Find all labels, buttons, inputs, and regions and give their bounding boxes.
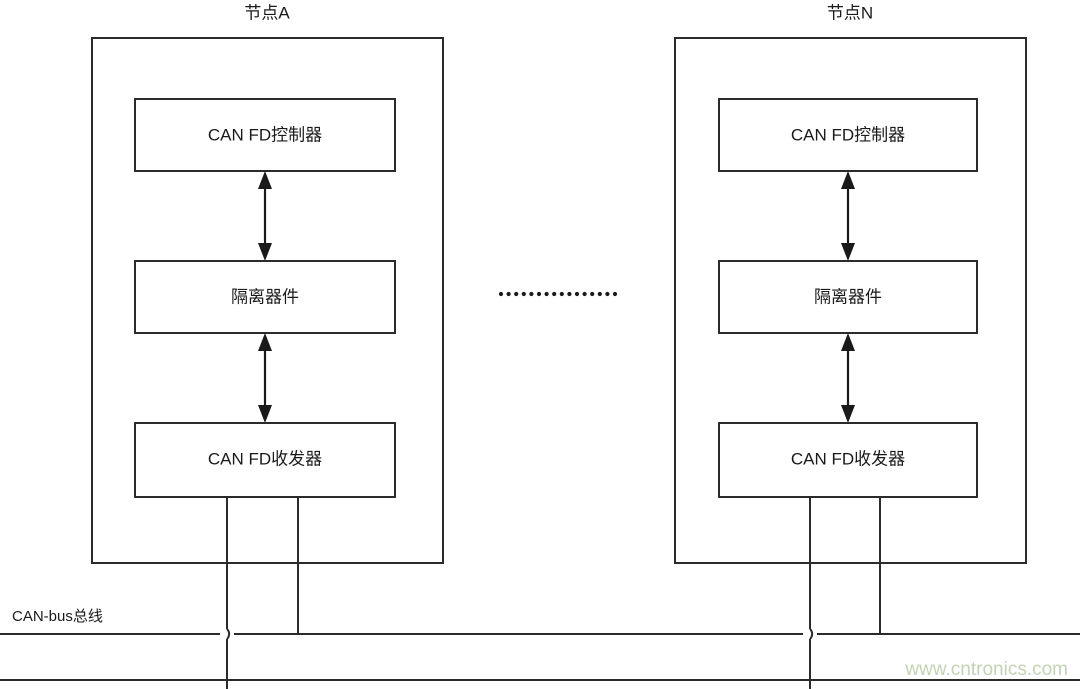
node-a-transceiver-box: [134, 422, 396, 498]
node-n-arrow-controller-isolator: [841, 171, 855, 261]
node-n-controller-label: CAN FD控制器: [791, 125, 905, 144]
node-a-title: 节点A: [244, 3, 290, 22]
watermark: www.cntronics.com: [904, 659, 1068, 680]
node-n-title: 节点N: [827, 3, 873, 22]
node-a-isolator-label: 隔离器件: [231, 287, 299, 306]
can-bus-label: CAN-bus总线: [12, 608, 103, 625]
node-a-bus-wire-left-hop: [226, 628, 231, 640]
node-n-transceiver-label: CAN FD收发器: [791, 449, 905, 468]
node-n-isolator-label: 隔离器件: [814, 287, 882, 306]
node-n-isolator-box: [718, 260, 978, 334]
node-group-a: 节点A CAN FD控制器 隔离器件 CAN FD收发器: [91, 3, 444, 689]
node-n-controller-box: [718, 98, 978, 172]
node-a-controller-label: CAN FD控制器: [208, 125, 322, 144]
node-n-bus-wire-left-hop: [809, 628, 814, 640]
can-bus-lines: [0, 633, 1080, 681]
node-a-arrow-isolator-transceiver: [258, 333, 272, 423]
node-ellipsis-separator: [498, 291, 618, 297]
node-a-transceiver-label: CAN FD收发器: [208, 449, 322, 468]
node-a-controller-box: [134, 98, 396, 172]
node-n-transceiver-box: [718, 422, 978, 498]
node-group-n: 节点N CAN FD控制器 隔离器件 CAN FD收发器: [674, 3, 1027, 689]
node-a-isolator-box: [134, 260, 396, 334]
node-a-arrow-controller-isolator: [258, 171, 272, 261]
node-n-arrow-isolator-transceiver: [841, 333, 855, 423]
